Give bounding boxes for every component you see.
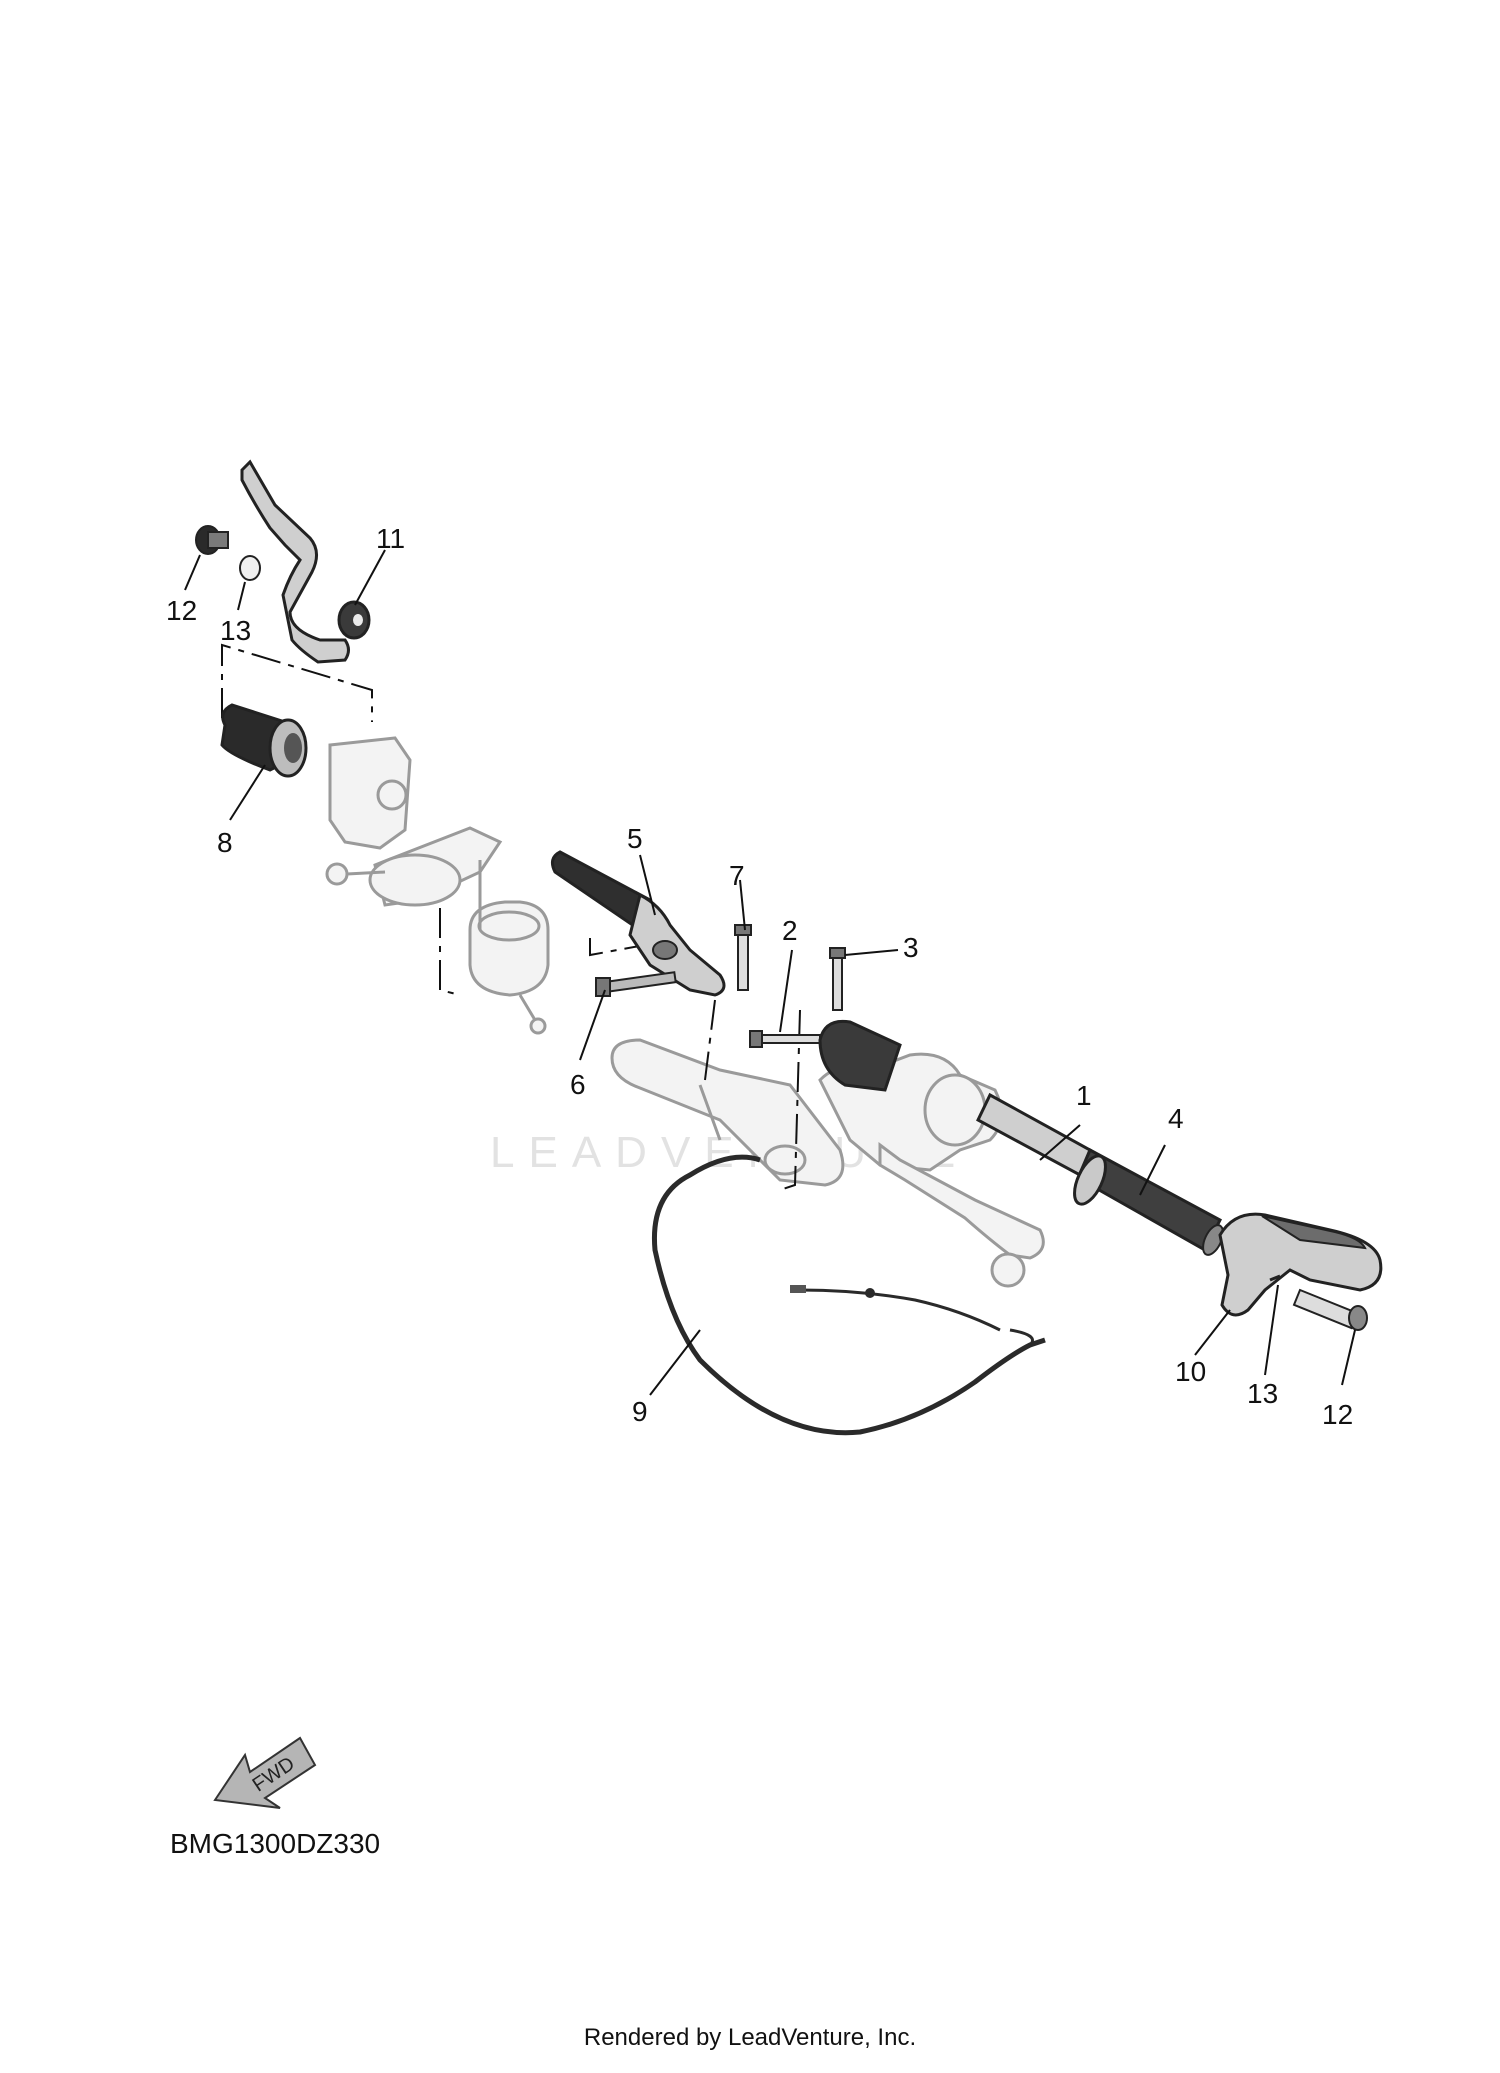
callout-2: 2 [782, 915, 798, 946]
leader-4 [1139, 1144, 1166, 1196]
part-8-grip-left [220, 703, 308, 778]
part-12-bolt-upper [195, 525, 229, 555]
leader-5 [639, 854, 656, 916]
left-switch-assembly-reference [325, 736, 550, 1035]
leader-6 [579, 989, 606, 1061]
dash-link-clamp-left [704, 999, 716, 1081]
callout-13-upper: 13 [220, 615, 251, 646]
callout-9: 9 [632, 1396, 648, 1427]
part-2-bolt [749, 1030, 821, 1048]
footer-credit: Rendered by LeadVenture, Inc. [583, 2024, 917, 2051]
callout-3: 3 [903, 932, 919, 963]
part-12-bolt-lower [1292, 1288, 1368, 1331]
callout-6: 6 [570, 1069, 586, 1100]
leader-9 [649, 1329, 701, 1396]
dash-link-left-switch [439, 908, 461, 996]
part-9-cable [651, 1154, 1046, 1436]
upper-triple-clamp-reference [610, 1038, 845, 1187]
part-7-bolt [734, 924, 752, 991]
part-13-washer-lower [1269, 1274, 1281, 1282]
leader-12a [184, 554, 201, 591]
callout-10: 10 [1175, 1356, 1206, 1387]
part-5-handlebar-left [550, 850, 726, 997]
callout-1: 1 [1076, 1080, 1092, 1111]
callout-13-lower: 13 [1247, 1378, 1278, 1409]
callout-12-upper: 12 [166, 595, 197, 626]
fwd-arrow-icon: FWD [213, 1736, 317, 1809]
part-11-bar-end-guard-left [240, 459, 371, 664]
callout-11: 11 [376, 523, 405, 554]
leader-7 [739, 879, 746, 931]
leader-3 [844, 949, 899, 956]
leader-1 [1039, 1124, 1081, 1161]
leader-12b [1341, 1329, 1356, 1386]
part-13-washer-upper [239, 555, 261, 581]
right-switch-and-lever-reference [818, 1052, 1045, 1288]
callout-4: 4 [1168, 1103, 1184, 1134]
throttle-grip-right [818, 1019, 902, 1092]
callout-8: 8 [217, 827, 233, 858]
part-4-grip-right [1073, 1147, 1224, 1256]
part-10-bar-end-guard-right [1218, 1212, 1383, 1317]
leader-13a [237, 581, 246, 611]
callout-12-lower: 12 [1322, 1399, 1353, 1430]
callout-7: 7 [729, 860, 745, 891]
callout-5: 5 [627, 823, 643, 854]
dash-link-clamp-right [779, 1009, 801, 1191]
leader-11 [354, 549, 386, 606]
leader-10 [1194, 1309, 1231, 1356]
leader-13b [1264, 1284, 1279, 1376]
part-3-bolt [829, 947, 846, 1011]
dash-link-holder [589, 919, 647, 957]
part-6-bolt [595, 971, 677, 997]
diagram-code: BMG1300DZ330 [170, 1828, 381, 1859]
leader-2 [779, 949, 793, 1033]
leader-8 [229, 764, 266, 821]
